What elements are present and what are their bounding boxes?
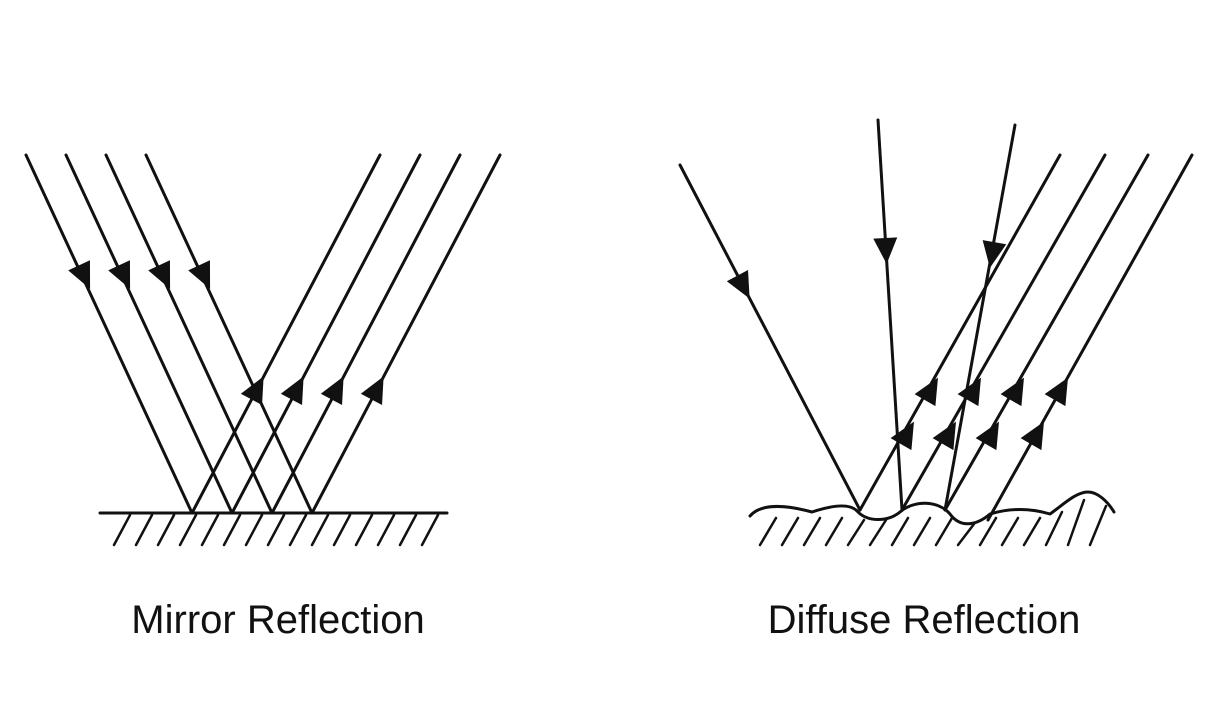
mirror-reflected-ray-1 <box>24 153 194 515</box>
rough-surface-line <box>748 490 1116 526</box>
mirror-incident-arrowhead-4 <box>360 376 384 405</box>
mirror-reflected-arrowhead-2 <box>108 260 131 289</box>
diffuse-reflection-diagram <box>678 118 1194 547</box>
diffuse-incident-arrowhead-2a <box>957 377 981 407</box>
diffuse-reflected-arrowhead-1 <box>726 270 750 299</box>
diffuse-incident-ray-3 <box>943 153 1150 512</box>
diffuse-reflection-caption: Diffuse Reflection <box>767 598 1081 642</box>
mirror-incident-arrowhead-3 <box>320 376 344 405</box>
diffuse-incident-ray-1 <box>858 153 1062 512</box>
mirror-incident-ray-3 <box>270 153 462 515</box>
mirror-reflection-caption: Mirror Reflection <box>131 598 425 642</box>
mirror-surface-hatching <box>112 513 440 547</box>
mirror-incident-ray-2 <box>230 153 422 515</box>
diffuse-incident-arrowhead-4a <box>1044 377 1068 407</box>
diffuse-incident-arrowhead-3b <box>975 421 999 451</box>
diffuse-incident-arrowhead-2b <box>932 421 956 451</box>
mirror-reflected-arrowhead-1 <box>68 260 91 289</box>
diffuse-reflected-arrowhead-2 <box>873 237 898 264</box>
diffuse-reflected-ray-1 <box>678 163 862 512</box>
diffuse-incident-arrowhead-3a <box>1000 377 1024 407</box>
mirror-arrowheads <box>68 260 384 405</box>
mirror-reflected-ray-3 <box>104 153 274 515</box>
diffuse-reflected-ray-2 <box>876 118 904 512</box>
rough-surface-hatching <box>758 498 1108 547</box>
diffuse-incident-arrowhead-4b <box>1020 421 1044 451</box>
diffuse-reflected-ray-3 <box>943 123 1017 512</box>
mirror-reflected-arrowhead-4 <box>188 260 211 289</box>
diffuse-reflected-arrowhead-3 <box>982 240 1007 268</box>
diffuse-incident-ray-2 <box>900 153 1107 512</box>
mirror-reflected-ray-2 <box>64 153 234 515</box>
diffuse-incident-ray-4 <box>986 153 1194 522</box>
mirror-incident-arrowhead-1 <box>240 376 264 405</box>
diffuse-incident-arrowhead-1b <box>890 421 914 451</box>
mirror-reflected-arrowhead-3 <box>148 260 171 289</box>
mirror-reflection-diagram <box>24 153 502 547</box>
mirror-incident-ray-4 <box>310 153 502 515</box>
diffuse-incident-arrowhead-1a <box>914 377 938 407</box>
diffuse-arrowheads <box>726 237 1068 451</box>
mirror-incident-ray-1 <box>190 153 382 515</box>
mirror-reflected-ray-4 <box>144 153 314 515</box>
mirror-incident-arrowhead-2 <box>280 376 304 405</box>
